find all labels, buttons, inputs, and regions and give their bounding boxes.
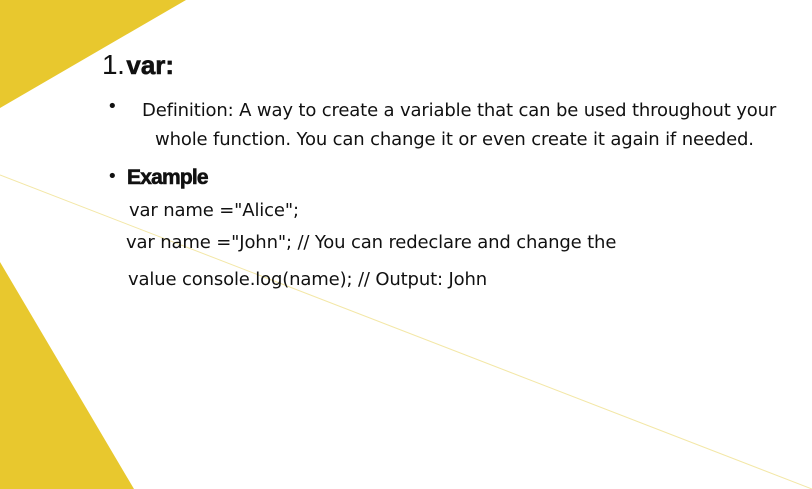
- slide-heading: 1. var:: [102, 49, 174, 89]
- heading-number: 1.: [102, 49, 125, 80]
- top-left-accent-triangle: [0, 0, 186, 108]
- definition-text-line-1: Definition: A way to create a variable t…: [142, 100, 777, 121]
- example-label: Example: [127, 166, 209, 190]
- bottom-left-accent-triangle: [0, 262, 134, 489]
- code-line: value console.log(name); // Output: John: [128, 269, 488, 290]
- code-line: var name ="John"; // You can redeclare a…: [126, 232, 617, 253]
- heading-keyword: var:: [126, 50, 175, 81]
- definition-text-line-2: whole function. You can change it or eve…: [155, 129, 754, 150]
- diagonal-accent-line: [0, 174, 812, 489]
- code-line: var name ="Alice";: [129, 200, 299, 221]
- bullet-dot: •: [107, 96, 118, 117]
- bullet-dot: •: [107, 166, 118, 187]
